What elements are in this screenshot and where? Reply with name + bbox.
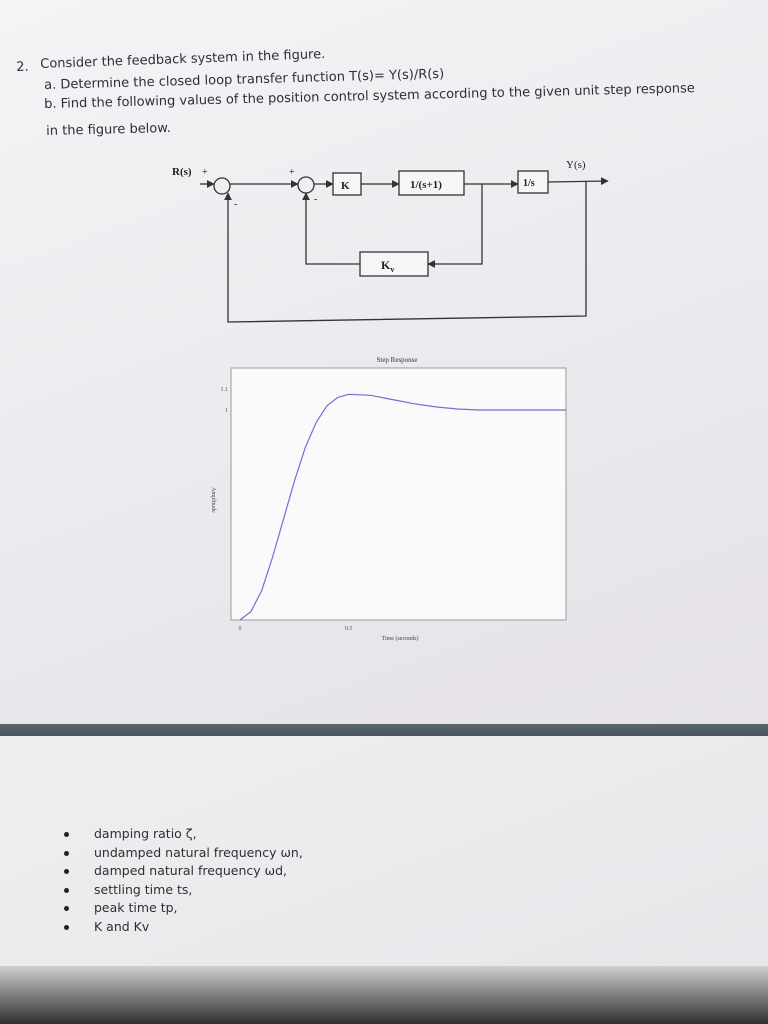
bullet-icon — [64, 906, 69, 911]
answer-list-panel — [0, 736, 768, 966]
sign-plus-outer: + — [202, 167, 208, 178]
y-tick-label: 1.1 — [221, 387, 229, 393]
step-response-line — [239, 393, 566, 621]
list-item-label: K and Kv — [94, 918, 150, 934]
bullet-icon — [64, 850, 69, 856]
feedback-block — [359, 251, 429, 277]
list-item-label: settling time ts, — [94, 881, 193, 897]
sign-plus-inner: + — [289, 167, 295, 178]
input-label: R(s) — [172, 166, 192, 178]
integrator-block — [517, 170, 549, 194]
summing-junction-outer — [213, 177, 231, 195]
summing-junction-inner — [297, 176, 315, 194]
bullet-icon — [64, 869, 69, 874]
plant-block — [398, 170, 465, 196]
list-item-label: damping ratio ζ, — [94, 826, 197, 841]
window-divider — [0, 724, 768, 736]
x-tick-label: 0.5 — [345, 626, 353, 632]
output-label: Y(s) — [566, 159, 586, 171]
bullet-icon — [64, 832, 69, 837]
sign-minus-inner: - — [314, 194, 317, 205]
chart-title: Step Response — [376, 356, 417, 364]
gain-block — [332, 172, 362, 196]
question-sheet: 2. Consider the feedback system in the f… — [0, 0, 768, 735]
bullet-icon — [64, 924, 69, 930]
integrator-block-label: 1/s — [523, 178, 535, 189]
y-tick-label: 1 — [225, 408, 228, 414]
x-tick-label: 0 — [239, 626, 242, 632]
list-item-label: peak time tp, — [94, 900, 178, 915]
list-item-label: undamped natural frequency ωn, — [94, 844, 303, 860]
plant-block-label: 1/(s+1) — [410, 179, 442, 191]
feedback-block-label: Kv — [381, 258, 394, 274]
monitor-bezel — [0, 966, 768, 1024]
sign-minus-outer: - — [234, 199, 237, 210]
y-axis-label: Amplitude — [210, 487, 216, 513]
plot-area — [230, 367, 567, 621]
list-item-label: damped natural frequency ωd, — [94, 863, 287, 878]
step-response-chart: Step Response 1.1 1 0 0.5 Amplitude Time (… — [210, 356, 567, 642]
bullet-icon — [64, 887, 69, 893]
block-diagram: R(s) + - + - K 1/(s+1) 1/s Kv Y(s) — [172, 159, 609, 323]
gain-block-label: K — [341, 180, 350, 192]
x-axis-label: Time (seconds) — [382, 635, 419, 642]
